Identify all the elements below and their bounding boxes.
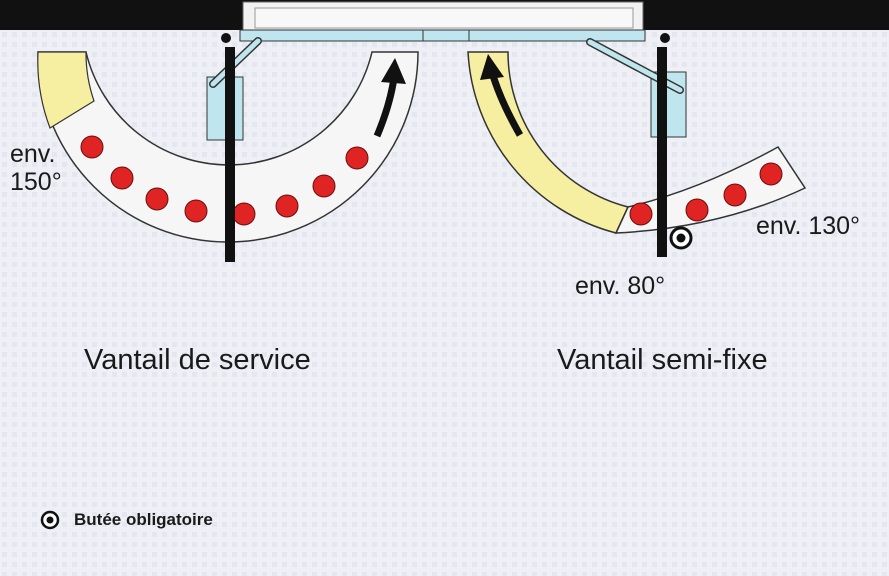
service-angle-label: env. 150° <box>10 140 62 196</box>
service-leaf-swing <box>37 51 419 243</box>
stop-dot <box>145 187 169 211</box>
swing-arrowhead <box>480 54 504 80</box>
stop-dot <box>184 199 208 223</box>
mandatory-stop-icon <box>40 510 60 530</box>
hinge-pivot-right <box>660 33 670 43</box>
semi-leaf-caption: Vantail semi-fixe <box>557 344 768 376</box>
service-closer-arm <box>210 38 261 87</box>
stop-dot <box>759 162 783 186</box>
mandatory-stop-marker-center <box>676 233 686 243</box>
stop-dot <box>723 183 747 207</box>
stop-dot <box>80 135 104 159</box>
stop-dot <box>685 198 709 222</box>
swing-arrowhead <box>381 58 406 84</box>
legend-label: Butée obligatoire <box>74 510 213 529</box>
stop-dot <box>312 174 336 198</box>
stop-dot <box>345 146 369 170</box>
legend: Butée obligatoire <box>40 510 213 530</box>
stop-dot <box>629 202 653 226</box>
semi-leaf-panel <box>657 47 667 257</box>
service-swing-zone-yellow <box>37 51 95 129</box>
top-fitting-bar <box>239 29 646 42</box>
semi-angle-80-label: env. 80° <box>575 272 666 300</box>
service-leaf-caption: Vantail de service <box>84 344 311 376</box>
hinge-pivot-left <box>221 33 231 43</box>
service-leaf <box>206 37 262 262</box>
semi-angle-130-label: env. 130° <box>756 212 861 240</box>
stop-dot <box>275 194 299 218</box>
stop-dot <box>110 166 134 190</box>
service-leaf-panel <box>225 47 235 262</box>
top-frame-inner <box>254 7 634 29</box>
stop-dot <box>232 202 256 226</box>
semi-fixed-leaf <box>586 38 693 257</box>
